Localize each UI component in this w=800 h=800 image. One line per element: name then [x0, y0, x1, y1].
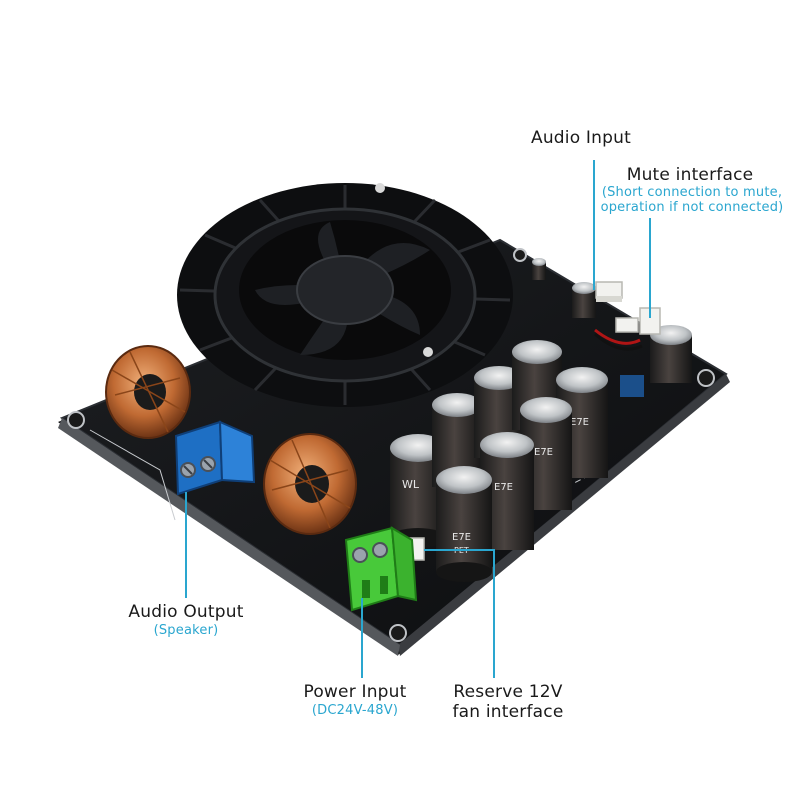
capacitor: E7E: [556, 367, 608, 478]
inductor-right: [263, 433, 357, 535]
reserve-fan-label-2: fan interface: [452, 702, 564, 722]
svg-text:WL: WL: [402, 478, 420, 491]
svg-text:E7E: E7E: [570, 417, 589, 428]
mute-connector: [615, 307, 661, 335]
fan-leader: [424, 549, 495, 678]
heatsink-fan: [177, 183, 513, 407]
inductor-left: [105, 345, 191, 439]
audio-input-connector: [595, 281, 623, 302]
svg-text:E7E: E7E: [452, 532, 471, 543]
mute-interface-note-1: (Short connection to mute,: [601, 185, 783, 200]
power-input-note: (DC24V-48V): [311, 703, 399, 718]
power-terminal: [344, 526, 418, 612]
power-input-label: Power Input: [303, 682, 407, 702]
audio-output-label: Audio Output: [128, 602, 244, 622]
capacitor-bank: WL E7E E7E: [390, 340, 608, 582]
svg-text:E7E: E7E: [494, 482, 513, 493]
input-components: [532, 258, 692, 397]
audio-output-note: (Speaker): [153, 623, 219, 638]
audio-input-label: Audio Input: [531, 128, 631, 148]
capacitor: E7E PET: [436, 466, 492, 582]
mute-interface-label: Mute interface: [626, 165, 754, 185]
svg-text:E7E: E7E: [534, 447, 553, 458]
speaker-terminal: [174, 420, 256, 496]
callout-lines: [185, 160, 651, 678]
mute-interface-note-2: operation if not connected): [600, 200, 784, 215]
reserve-fan-label-1: Reserve 12V: [453, 682, 563, 702]
